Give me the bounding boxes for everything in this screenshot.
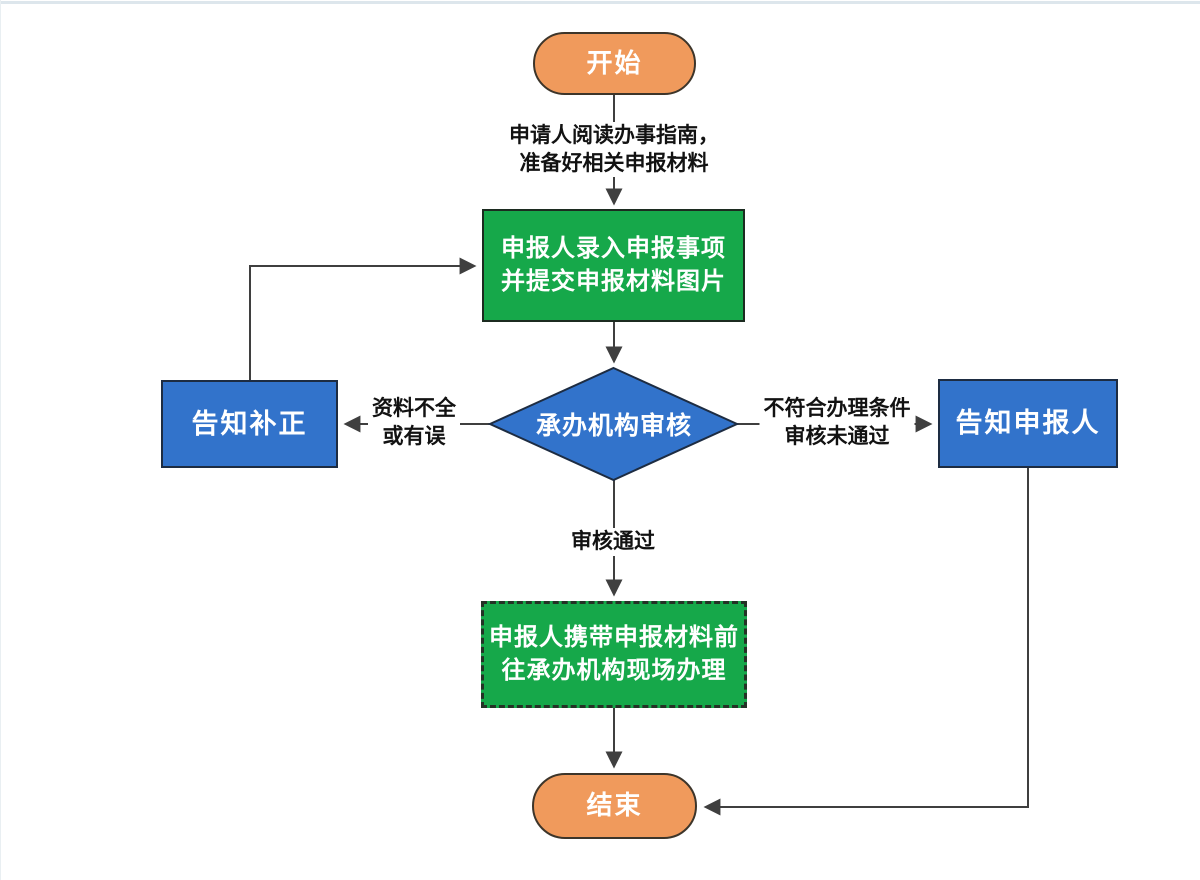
edge-label-prepare-note: 申请人阅读办事指南， 准备好相关申报材料 [505,122,723,178]
page-left-border [0,0,1,880]
page-top-border [0,1,1200,4]
review-decision-label: 承办机构审核 [535,412,692,440]
entry-process-node: 申报人录入申报事项 并提交申报材料图片 [482,209,745,322]
review-decision-shape [487,366,740,482]
edge-correction-to-entry [249,257,477,380]
notify-applicant-node: 告知申报人 [938,379,1118,468]
onsite-process-node: 申报人携带申报材料前 往承办机构现场办理 [481,601,747,708]
notify-correction-node: 告知补正 [161,380,338,468]
edge-label-incomplete: 资料不全 或有误 [368,395,460,451]
edge-label-rejected: 不符合办理条件 审核未通过 [759,395,915,451]
edge-label-approved: 审核通过 [567,528,659,556]
edge-applicant-to-end [703,468,1029,816]
end-node: 结束 [532,773,697,839]
start-node: 开始 [533,32,696,95]
